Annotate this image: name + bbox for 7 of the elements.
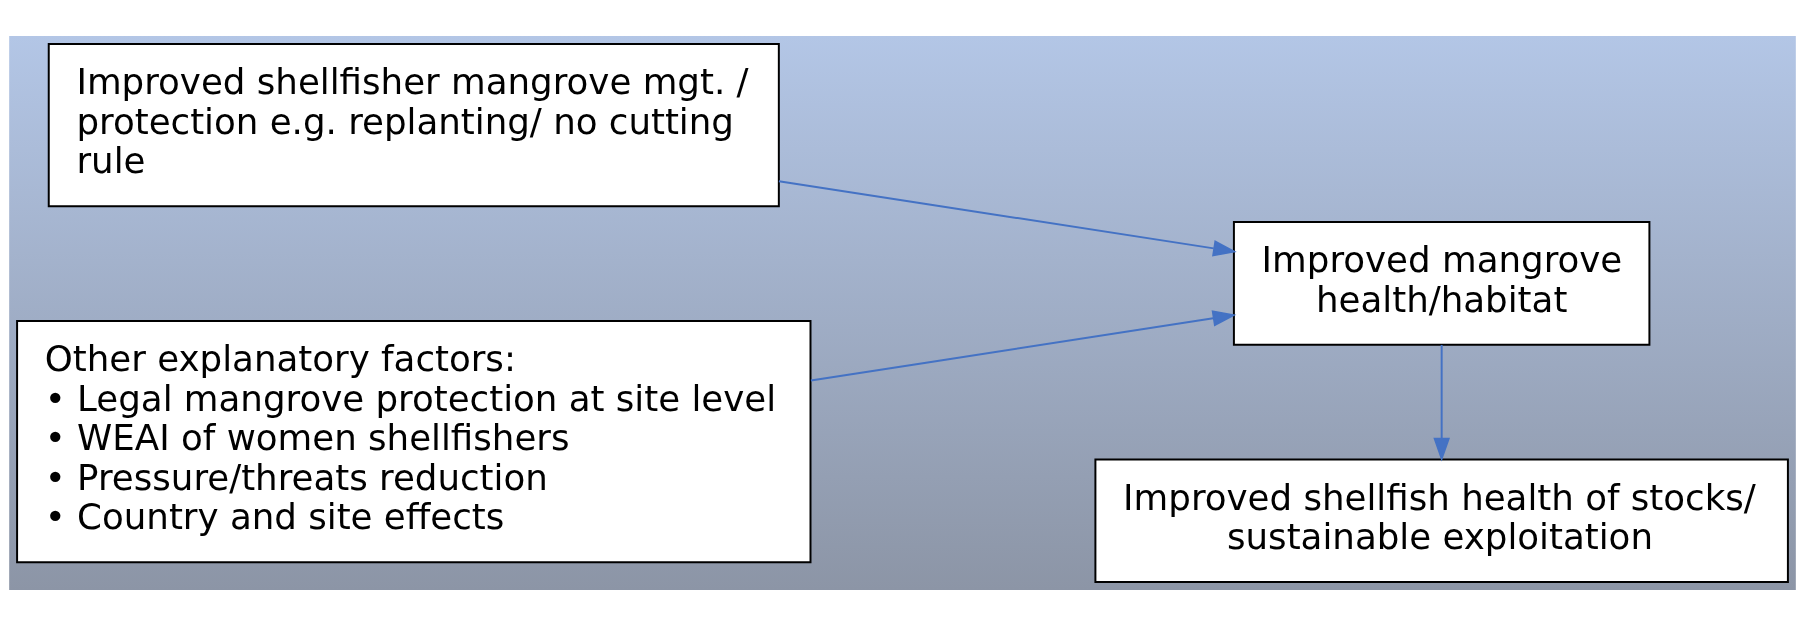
node-box: Other explanatory factors: • Legal mangrove protection at site level • WEAI of women shellfishers • Pressure/threats reduction • Country and site effects: [16, 319, 812, 564]
node-box: Improved shellfish health of stocks/ sustainable exploitation: [1094, 458, 1789, 584]
arrow: [1433, 343, 1450, 462]
node-box: Improved shellfisher mangrove mgt. / protection e.g. replanting/ no cutting rule: [47, 42, 780, 208]
arrow: [777, 180, 1237, 257]
node-box: Improved mangrove health/habitat: [1232, 221, 1651, 346]
arrow: [809, 310, 1237, 382]
